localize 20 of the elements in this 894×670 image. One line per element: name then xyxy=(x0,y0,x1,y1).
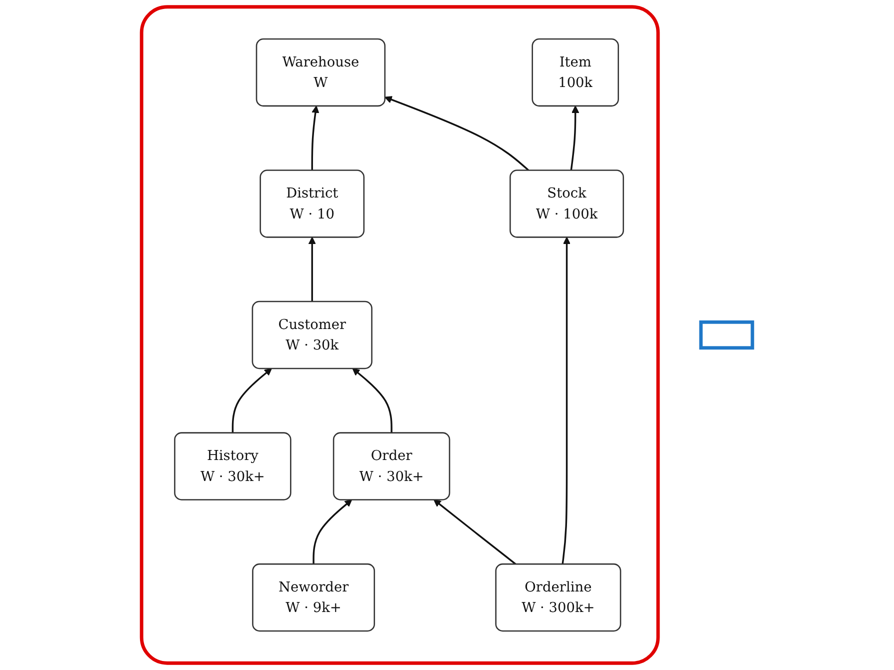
node-box: Stock W · 100k xyxy=(510,170,624,238)
node-box: History W · 30k+ xyxy=(174,432,292,500)
arrow xyxy=(384,96,530,171)
cluster xyxy=(140,5,660,665)
node-box: Warehouse W xyxy=(256,38,386,107)
arrow xyxy=(308,236,316,302)
node-box: Orderline W · 300k+ xyxy=(495,563,622,632)
node-box: Customer W · 30k xyxy=(252,300,372,370)
arrow xyxy=(352,368,392,433)
arrow xyxy=(311,106,320,170)
arrow xyxy=(434,499,516,565)
node-box: Item 100k xyxy=(532,38,619,107)
arrow xyxy=(562,236,571,564)
arrow xyxy=(312,499,352,564)
node-box xyxy=(699,320,754,350)
node-box: District W · 10 xyxy=(260,170,365,238)
node-box: Order W · 30k+ xyxy=(332,432,450,500)
arrow xyxy=(570,106,580,170)
node-box: Neworder W · 9k+ xyxy=(252,563,376,632)
arrow xyxy=(232,368,272,433)
